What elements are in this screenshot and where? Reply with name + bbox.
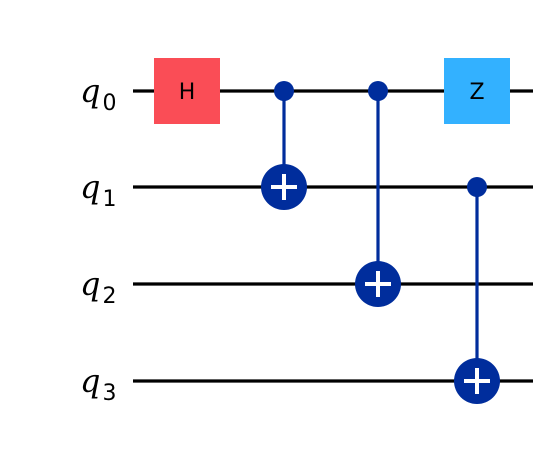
gate-label: Z: [469, 80, 484, 105]
qubit-label-q1: q1: [80, 168, 116, 212]
gate-box: [444, 58, 510, 124]
cnot-gate-q1-q3: [454, 177, 500, 404]
qubit-label-q2: q2: [80, 265, 116, 309]
qubit-label-q3: q3: [80, 362, 116, 406]
control-dot: [368, 81, 388, 101]
control-dot: [274, 81, 294, 101]
cnot-gate-q0-q2: [355, 81, 401, 307]
qubit-wires: [133, 89, 533, 383]
gate-label: H: [179, 80, 196, 105]
gate-h-q0: H: [154, 58, 220, 124]
qubit-labels: q0 q1 q2 q3: [80, 72, 116, 406]
control-dot: [467, 177, 487, 197]
gate-z-q0: Z: [444, 58, 510, 124]
cnot-gate-q0-q1: [261, 81, 307, 210]
gate-box: [154, 58, 220, 124]
qubit-label-q0: q0: [80, 72, 116, 116]
